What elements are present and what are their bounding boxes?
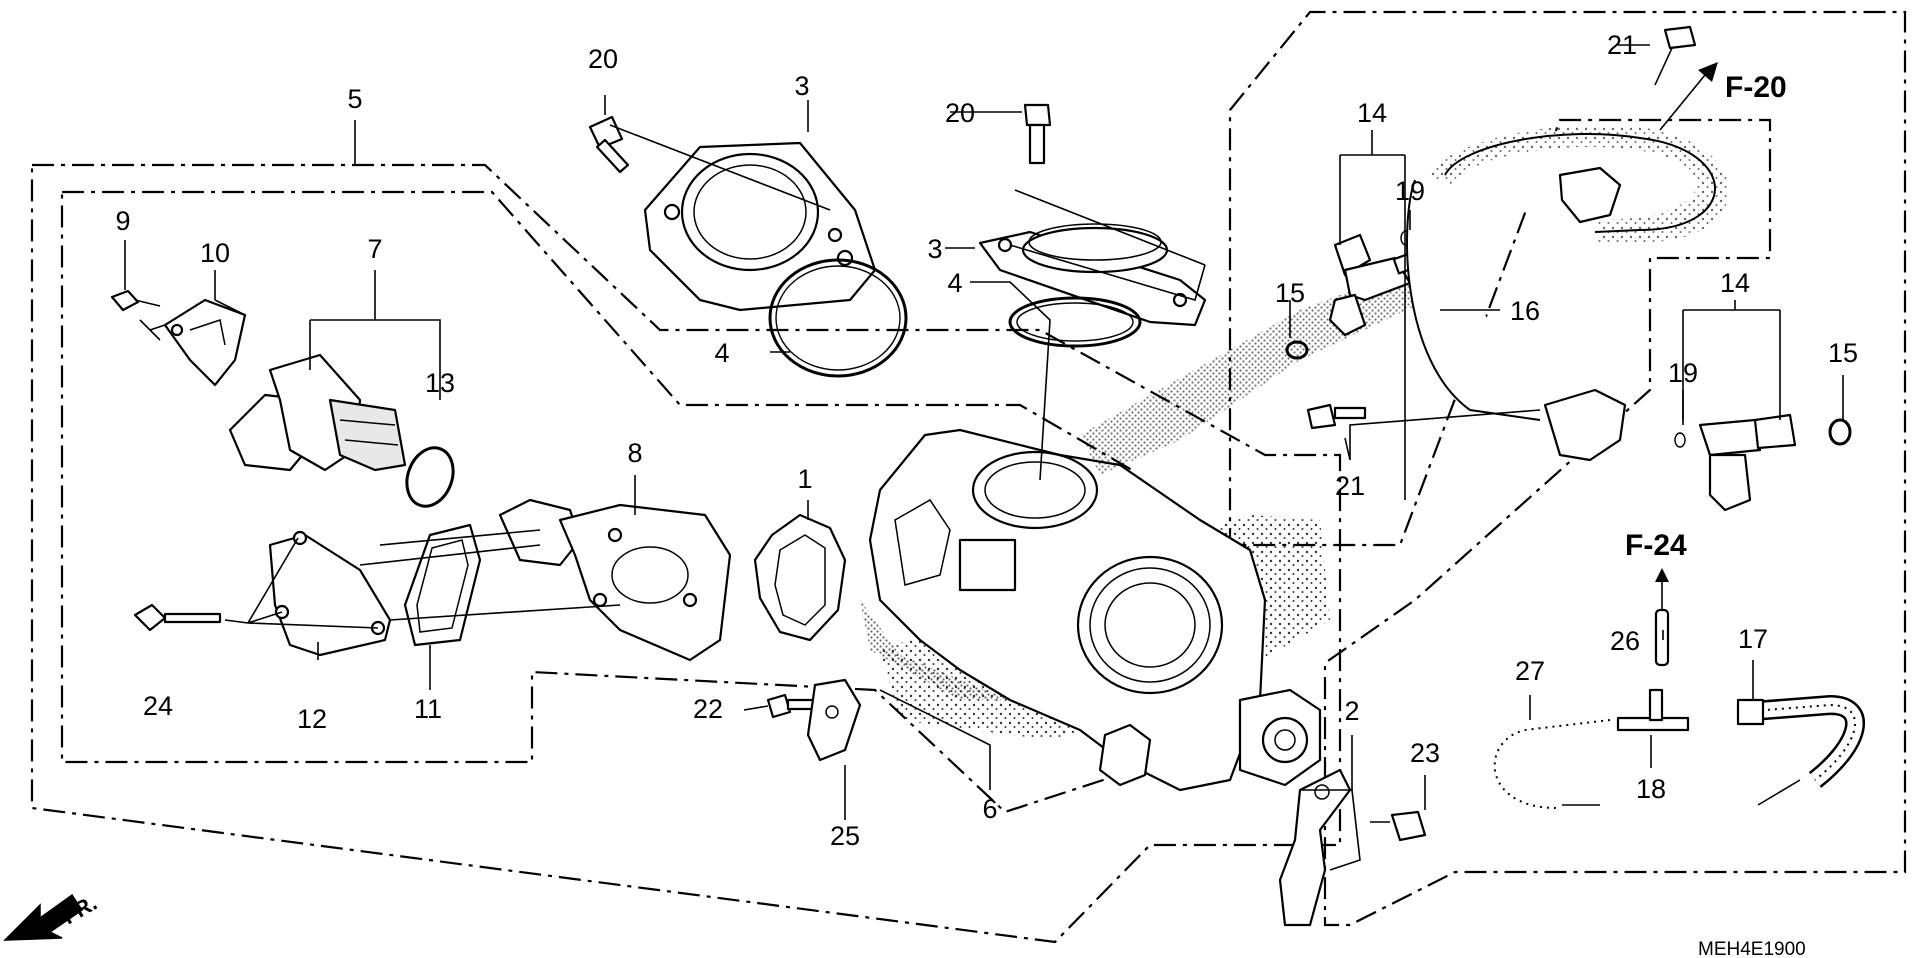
part-26-fitting <box>1654 608 1670 667</box>
callout-4-left: 4 <box>714 338 729 368</box>
callout-18: 18 <box>1636 774 1666 804</box>
part-13-o-ring <box>405 446 455 508</box>
callout-8: 8 <box>627 438 642 468</box>
part-2-bracket <box>1278 768 1352 927</box>
part-21-bolt-upper <box>1654 25 1697 86</box>
callout-20-left: 20 <box>588 44 618 74</box>
callout-12: 12 <box>297 704 327 734</box>
callout-1: 1 <box>797 464 812 494</box>
part-3-flange-left <box>643 141 877 312</box>
callout-6: 6 <box>982 794 997 824</box>
part-20-bolt-left <box>588 115 630 174</box>
f24-arrow-icon <box>1655 568 1669 610</box>
callout-14-upper: 14 <box>1357 98 1387 128</box>
reference-f20: F-20 <box>1725 71 1787 104</box>
leader-lines <box>124 44 1844 871</box>
front-direction-label: FR. <box>58 890 101 929</box>
callout-25: 25 <box>830 821 860 851</box>
callout-21-lower: 21 <box>1335 471 1365 501</box>
callout-17: 17 <box>1738 624 1768 654</box>
callout-21-upper: 21 <box>1607 30 1637 60</box>
callout-27: 27 <box>1515 656 1545 686</box>
callout-19-upper: 19 <box>1395 176 1425 206</box>
part-21-bolt-lower <box>1306 403 1367 430</box>
assembly-outline-5 <box>30 163 1342 944</box>
part-17-hose <box>1736 694 1865 788</box>
part-6-throttle-body <box>868 428 1330 792</box>
part-15-o-ring-upper <box>1285 340 1309 360</box>
part-25-bracket <box>806 678 862 762</box>
callout-10: 10 <box>200 238 230 268</box>
callout-19-right: 19 <box>1668 358 1698 388</box>
callout-15-right: 15 <box>1828 338 1858 368</box>
part-18-t-joint <box>1616 688 1690 732</box>
part-14-injector-right <box>1698 413 1797 512</box>
part-12-cover <box>268 530 392 657</box>
callout-20-right: 20 <box>945 98 975 128</box>
callout-2: 2 <box>1344 696 1359 726</box>
subassembly-outline-7-13 <box>60 190 1142 814</box>
callout-3-left: 3 <box>794 71 809 101</box>
part-19-o-ring-right <box>1674 432 1686 448</box>
callout-16: 16 <box>1510 296 1540 326</box>
part-22-screw <box>766 693 815 719</box>
callout-15-upper: 15 <box>1275 278 1305 308</box>
assembly-outline-14-21 <box>1228 10 1907 927</box>
reference-f24: F-24 <box>1625 529 1687 562</box>
part-23-bolt <box>1370 810 1427 842</box>
part-27-hose <box>1487 712 1611 816</box>
part-16-fuel-hose <box>1406 125 1729 462</box>
part-24-bolt <box>133 603 222 632</box>
f20-arrow-icon <box>1659 62 1718 131</box>
diagram-code: MEH4E1900 <box>1698 939 1806 958</box>
part-15-o-ring-right <box>1828 418 1852 446</box>
part-20-bolt-right <box>1023 103 1052 165</box>
callout-23: 23 <box>1410 738 1440 768</box>
callout-22: 22 <box>693 694 723 724</box>
callout-13: 13 <box>425 368 455 398</box>
part-10-plate <box>163 298 247 387</box>
part-3-flange-right <box>978 223 1207 327</box>
part-7-idle-control-valve <box>228 353 407 472</box>
callout-14-right: 14 <box>1720 268 1750 298</box>
callout-9: 9 <box>115 206 130 236</box>
callout-5: 5 <box>347 84 362 114</box>
part-1-gasket <box>753 513 847 642</box>
part-4-o-ring-left <box>768 258 908 378</box>
part-8-bypass-housing <box>498 498 732 662</box>
part-4-o-ring-right <box>1008 296 1142 348</box>
part-9-screw <box>110 289 161 312</box>
callout-4-right: 4 <box>947 268 962 298</box>
callout-11: 11 <box>414 694 442 724</box>
callout-7: 7 <box>367 234 382 264</box>
front-direction-arrow-icon <box>3 893 84 941</box>
part-11-gasket <box>403 523 482 647</box>
callout-26: 26 <box>1610 626 1640 656</box>
callout-3-right: 3 <box>927 234 942 264</box>
callout-24: 24 <box>143 691 173 721</box>
shading-injector-path <box>860 265 1460 700</box>
